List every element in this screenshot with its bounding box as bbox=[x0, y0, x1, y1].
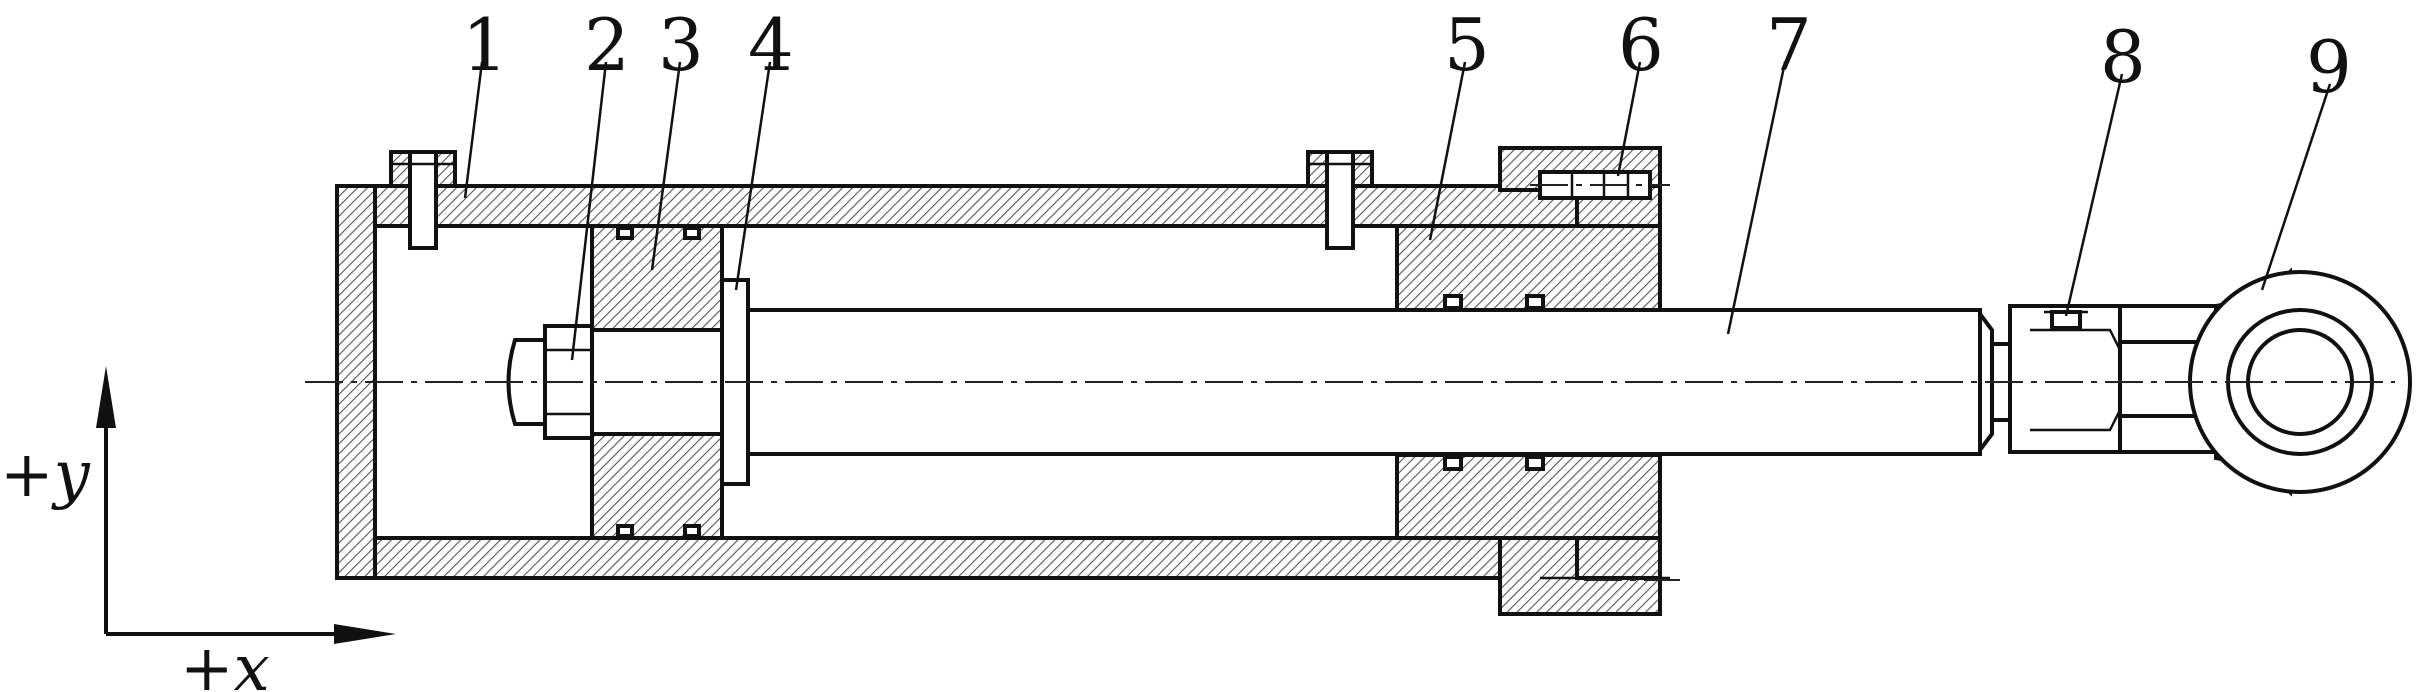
part-label-2: 2 bbox=[584, 3, 630, 87]
part-label-6: 6 bbox=[1618, 3, 1664, 87]
rod-end-coupling bbox=[1990, 304, 2218, 454]
y-axis-label: +y bbox=[0, 438, 91, 512]
part-label-1: 1 bbox=[462, 3, 508, 87]
y-axis-arrow-icon bbox=[96, 366, 116, 428]
part-label-5: 5 bbox=[1444, 3, 1490, 87]
part-label-4: 4 bbox=[748, 3, 794, 87]
x-axis-arrow-icon bbox=[334, 624, 396, 644]
part-label-8: 8 bbox=[2100, 15, 2146, 99]
leader-lines bbox=[463, 61, 2332, 361]
rod-eye bbox=[2188, 267, 2412, 497]
part-label-7: 7 bbox=[1766, 3, 1812, 87]
coordinate-axes: +y +x bbox=[0, 366, 396, 692]
part-label-9: 9 bbox=[2306, 25, 2352, 109]
port-left bbox=[389, 150, 457, 250]
port-right bbox=[1306, 150, 1374, 250]
gland-screw bbox=[1530, 170, 1670, 580]
x-axis-label: +x bbox=[180, 632, 270, 692]
part-label-3: 3 bbox=[658, 3, 704, 87]
